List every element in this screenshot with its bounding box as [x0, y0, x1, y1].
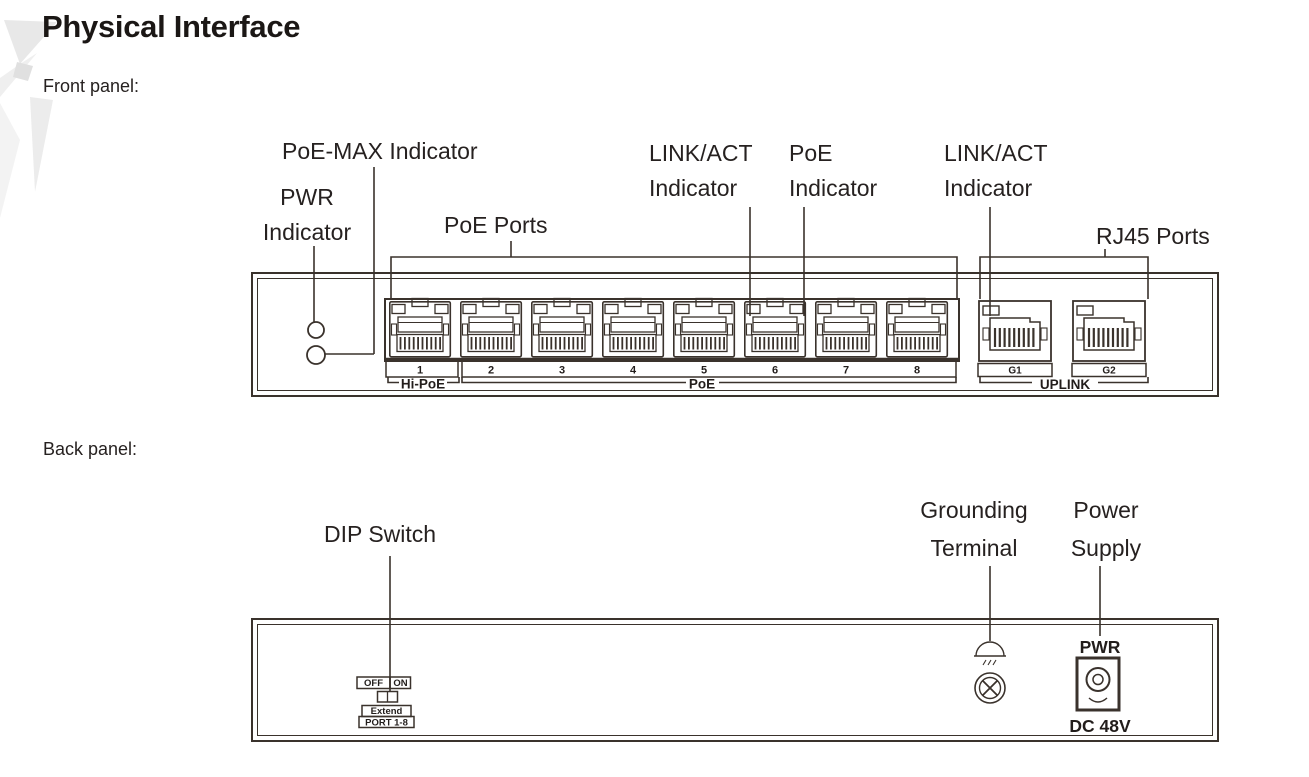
port-number-strip-1 — [385, 360, 459, 378]
callout-line: Indicator — [944, 175, 1033, 201]
dc-power-jack — [1075, 656, 1121, 712]
dip-extend-label: Extend — [371, 706, 403, 717]
poe-group-bracket — [461, 377, 957, 384]
poe-port-7 — [814, 297, 878, 358]
callout-link-act-indicator-left: LINK/ACT Indicator — [649, 136, 753, 206]
poe-ports-bracket — [390, 256, 958, 299]
back-panel-drawing: OFF ON Extend PORT 1-8 PWR — [251, 556, 1219, 742]
dip-port-range-label: PORT 1-8 — [365, 718, 408, 729]
uplink-port-g2 — [1071, 299, 1147, 363]
hi-poe-bracket — [387, 377, 460, 384]
callout-pwr-indicator: PWR Indicator — [245, 180, 369, 250]
uplink-group-bracket — [979, 377, 1149, 384]
poe-max-led-indicator — [306, 345, 326, 365]
callout-line: Indicator — [649, 175, 738, 201]
hi-poe-group-label: Hi-PoE — [401, 377, 445, 392]
poe-port-2 — [459, 297, 523, 358]
port-number: 3 — [559, 365, 565, 377]
dip-switch-graphic: OFF ON Extend PORT 1-8 — [356, 676, 415, 729]
poe-port-5 — [672, 297, 736, 358]
callout-line: PWR — [280, 184, 334, 210]
callout-line: Indicator — [789, 175, 878, 201]
pwr-led-indicator — [307, 321, 325, 339]
g2-label-strip — [1071, 362, 1147, 378]
callout-line: Indicator — [262, 219, 352, 245]
front-panel-caption: Front panel: — [43, 76, 140, 96]
dip-off-label: OFF — [364, 678, 383, 689]
grounding-screw — [974, 672, 1006, 704]
callout-grounding-terminal: Grounding Terminal — [904, 491, 1044, 567]
front-panel-drawing: 1 2 3 4 5 6 7 8 Hi-PoE PoE G1 G2 UPLINK — [251, 167, 1219, 397]
port-number: 4 — [630, 365, 637, 377]
callout-poe-max-indicator: PoE-MAX Indicator — [282, 138, 478, 164]
back-panel-caption: Back panel: — [43, 439, 138, 459]
g1-label-strip — [977, 362, 1053, 378]
pwr-jack-label: PWR — [1080, 637, 1121, 657]
callout-link-act-indicator-right: LINK/ACT Indicator — [944, 136, 1048, 206]
front-panel-chassis — [251, 272, 1219, 397]
callout-line: Terminal — [930, 535, 1018, 561]
poe-group-label: PoE — [689, 377, 715, 392]
g1-port-label: G1 — [1008, 366, 1022, 377]
callout-power-supply: Power Supply — [1058, 491, 1154, 567]
front-panel-chassis-inner — [257, 278, 1213, 391]
callout-rj45-ports: RJ45 Ports — [1096, 223, 1210, 249]
port-number-strip-2-8 — [461, 360, 957, 378]
rj45-ports-bracket — [979, 256, 1149, 299]
port-number: 5 — [701, 365, 707, 377]
port-number: 7 — [843, 365, 849, 377]
back-panel-chassis — [251, 618, 1219, 742]
callout-line: LINK/ACT — [649, 140, 753, 166]
callout-line: Supply — [1070, 535, 1142, 561]
port-number: 8 — [914, 365, 920, 377]
back-panel-chassis-inner — [257, 624, 1213, 736]
callout-poe-indicator: PoE Indicator — [789, 136, 877, 206]
poe-port-4 — [601, 297, 665, 358]
poe-port-3 — [530, 297, 594, 358]
g2-port-label: G2 — [1102, 366, 1116, 377]
poe-port-6 — [743, 297, 807, 358]
callout-line: Power — [1073, 497, 1139, 523]
poe-port-1 — [388, 297, 452, 358]
poe-port-8 — [885, 297, 949, 358]
callout-dip-switch: DIP Switch — [324, 521, 437, 547]
callout-poe-ports: PoE Ports — [444, 212, 548, 238]
callout-line: LINK/ACT — [944, 140, 1048, 166]
grounding-terminal-graphic — [974, 641, 1006, 704]
dc-voltage-label: DC 48V — [1069, 716, 1131, 736]
power-supply-graphic: PWR DC 48V — [1069, 637, 1131, 736]
port-number: 2 — [488, 365, 494, 377]
poe-max-leader-line — [325, 167, 375, 355]
port-number: 1 — [417, 365, 423, 377]
page-title: Physical Interface — [42, 9, 301, 44]
port-number: 6 — [772, 365, 778, 377]
callout-line: PoE — [789, 140, 833, 166]
dip-on-label: ON — [393, 678, 407, 689]
callout-line: Grounding — [920, 497, 1028, 523]
uplink-group-label: UPLINK — [1040, 377, 1091, 392]
